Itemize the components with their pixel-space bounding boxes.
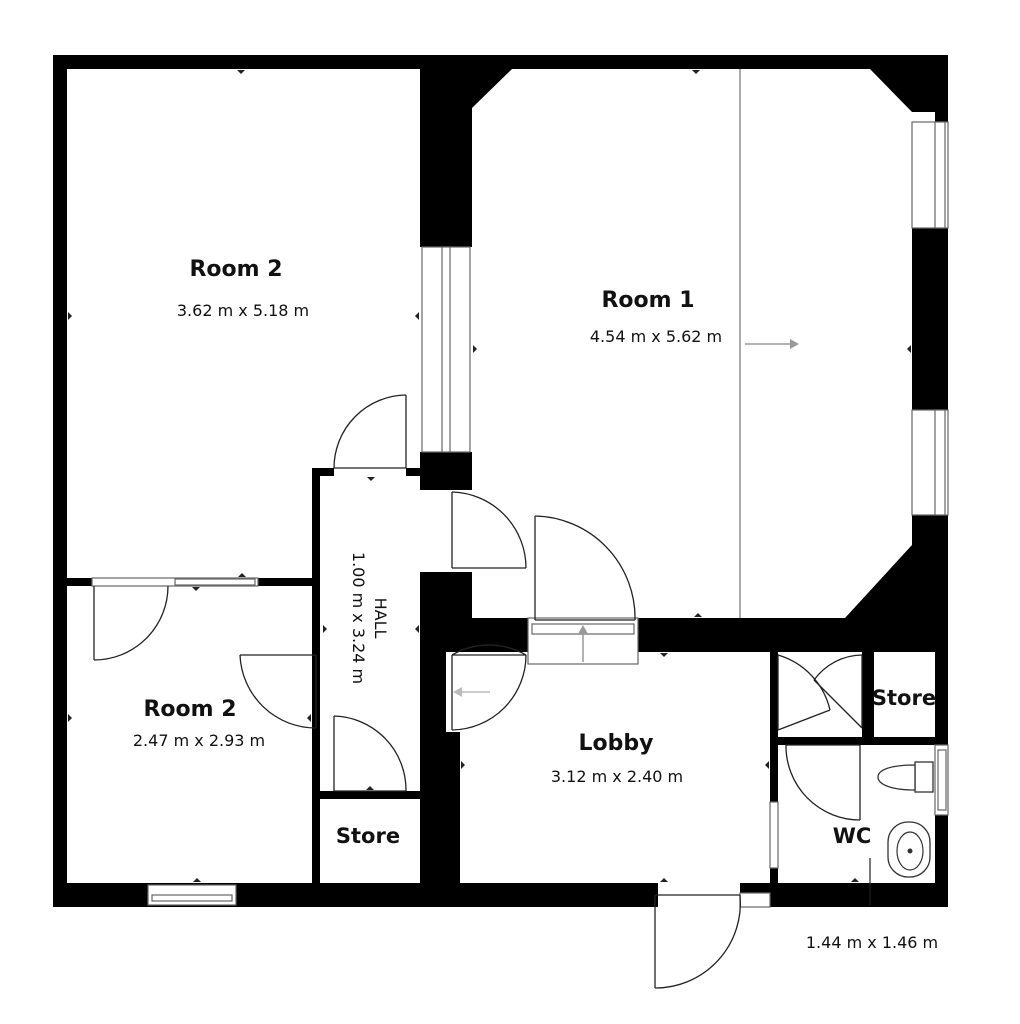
wall-partition-mid [420,452,472,490]
room-dimensions: 4.54 m x 5.62 m [590,327,722,346]
wall-hall-lobby-upper [420,652,446,732]
wall-bottom-right [740,883,948,907]
direction-arrow-icon [745,339,799,349]
room-wc: WC 1.44 m x 1.46 m [806,824,938,952]
wall-room1-right-mid [912,228,935,410]
window-icon [934,744,949,816]
toilet-icon [877,761,934,793]
window-icon [91,577,259,587]
room-store-hall: Store [336,824,400,848]
room-name: WC [833,824,872,848]
wall-store-wc [778,737,935,745]
wall-store-hall-top [320,791,420,799]
wall-lobby-right-low [770,868,778,883]
window-icon [911,121,949,229]
window-icon [911,409,949,516]
room-lobby: Lobby 3.12 m x 2.40 m [551,731,683,786]
room-name: Store [872,686,936,710]
room-room1: Room 1 4.54 m x 5.62 m [590,288,722,346]
room-room2-large: Room 2 3.62 m x 5.18 m [177,257,309,320]
door-swing-icon[interactable] [534,515,636,621]
room-name: Room 1 [601,288,694,313]
wall-store-right-left [862,652,874,737]
door-swing-icon[interactable] [333,715,407,792]
window-icon [147,884,237,906]
wall-room1-br-corner [845,545,935,640]
sink-icon [887,821,931,878]
wall-left [53,55,67,907]
room-dimensions: 2.47 m x 2.93 m [133,731,265,750]
door-swing-icon[interactable] [239,654,317,729]
room-dimensions: 1.44 m x 1.46 m [806,933,938,952]
wall-top [53,55,948,69]
direction-arrow-icon [578,625,588,662]
wall-rooms-divider-a [67,578,92,586]
wall-bottom-left [53,883,658,907]
doors [93,394,863,989]
door-swing-icon[interactable] [785,744,861,821]
door-swing-icon[interactable] [93,585,169,661]
direction-arrow-icon [453,687,490,697]
room-name: Store [336,824,400,848]
dimension-markers [68,70,911,882]
wall-hall-top-right [406,468,420,476]
room-name: HALL [371,598,390,639]
wall-partition-upper [420,69,472,247]
wall-hall-top-left [312,468,334,476]
wall-room1-lobby-right [638,618,935,652]
room-name: Room 2 [143,697,236,722]
room-name: Room 2 [189,257,282,282]
room-dimensions: 1.00 m x 3.24 m [349,552,368,684]
room-store-right: Store [872,686,936,710]
door-swing-icon[interactable] [654,894,742,989]
wall-lobby-right [770,652,778,802]
door-swing-icon[interactable] [451,491,527,569]
window-icon [421,246,471,453]
door-swing-icon[interactable] [813,654,863,729]
window-icon [769,801,779,869]
windows [91,121,949,908]
room-dimensions: 3.62 m x 5.18 m [177,301,309,320]
wall-partition-lower [420,572,472,624]
room-name: Lobby [579,731,654,756]
door-swing-icon[interactable] [451,644,527,731]
door-swing-icon[interactable] [777,654,831,731]
wall-room1-tr-corner [870,69,935,112]
wall-room1-tl-corner [472,69,512,108]
wall-rooms-divider-b [258,578,312,586]
room-dimensions: 3.12 m x 2.40 m [551,767,683,786]
wall-hall-lobby-lower [420,732,460,883]
window-icon [739,892,771,908]
room-room2-small: Room 2 2.47 m x 2.93 m [133,697,265,750]
walls [53,55,948,907]
room-hall: HALL 1.00 m x 3.24 m [349,552,390,684]
door-swing-icon[interactable] [333,394,407,469]
